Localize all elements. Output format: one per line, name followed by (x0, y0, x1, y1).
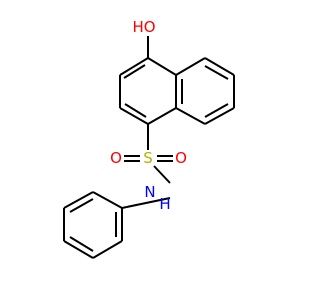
bond-c1-c2-double (123, 64, 146, 79)
naphthalene-ring-left (119, 57, 177, 125)
bond-c8a-c8 (175, 57, 206, 76)
sulfonamide-group (124, 124, 173, 184)
bond-c8-c7-double (204, 65, 229, 80)
bond-s-n (153, 165, 171, 184)
sulfur-label: S (143, 149, 153, 167)
oxygen-right-label: O (175, 149, 187, 167)
bond-c4-c4a (147, 107, 177, 125)
nitrogen-label: N (144, 183, 155, 201)
oxygen-left-label: O (110, 149, 122, 167)
bond-c8-c7 (204, 57, 235, 76)
molecule-diagram: HO S O O N H (63, 18, 235, 259)
bond-c1-c2 (119, 57, 149, 76)
bond-c3-c4-double (124, 103, 147, 118)
bond-n-phenyl (121, 197, 171, 209)
phenyl-ring (63, 191, 123, 259)
bond-c6-c5-double (204, 103, 229, 118)
naphthalene-ring-right (175, 57, 235, 125)
bond-ph-1-2 (92, 191, 123, 209)
hydroxyl-label: HO (132, 18, 155, 36)
bond-ph-2-3 (63, 191, 94, 209)
bond-c5-c4a (175, 107, 206, 125)
bond-ph-4-5-double (69, 236, 94, 252)
nitrogen-h-label: H (159, 195, 170, 213)
bond-c8a-c1 (147, 57, 177, 76)
bond-ph-4-5 (63, 240, 94, 259)
bond-c6-c5 (204, 107, 235, 125)
bond-ph-2-3-double (69, 198, 94, 213)
bond-ph-5-6 (92, 240, 123, 259)
bond-c3-c4 (119, 107, 149, 125)
